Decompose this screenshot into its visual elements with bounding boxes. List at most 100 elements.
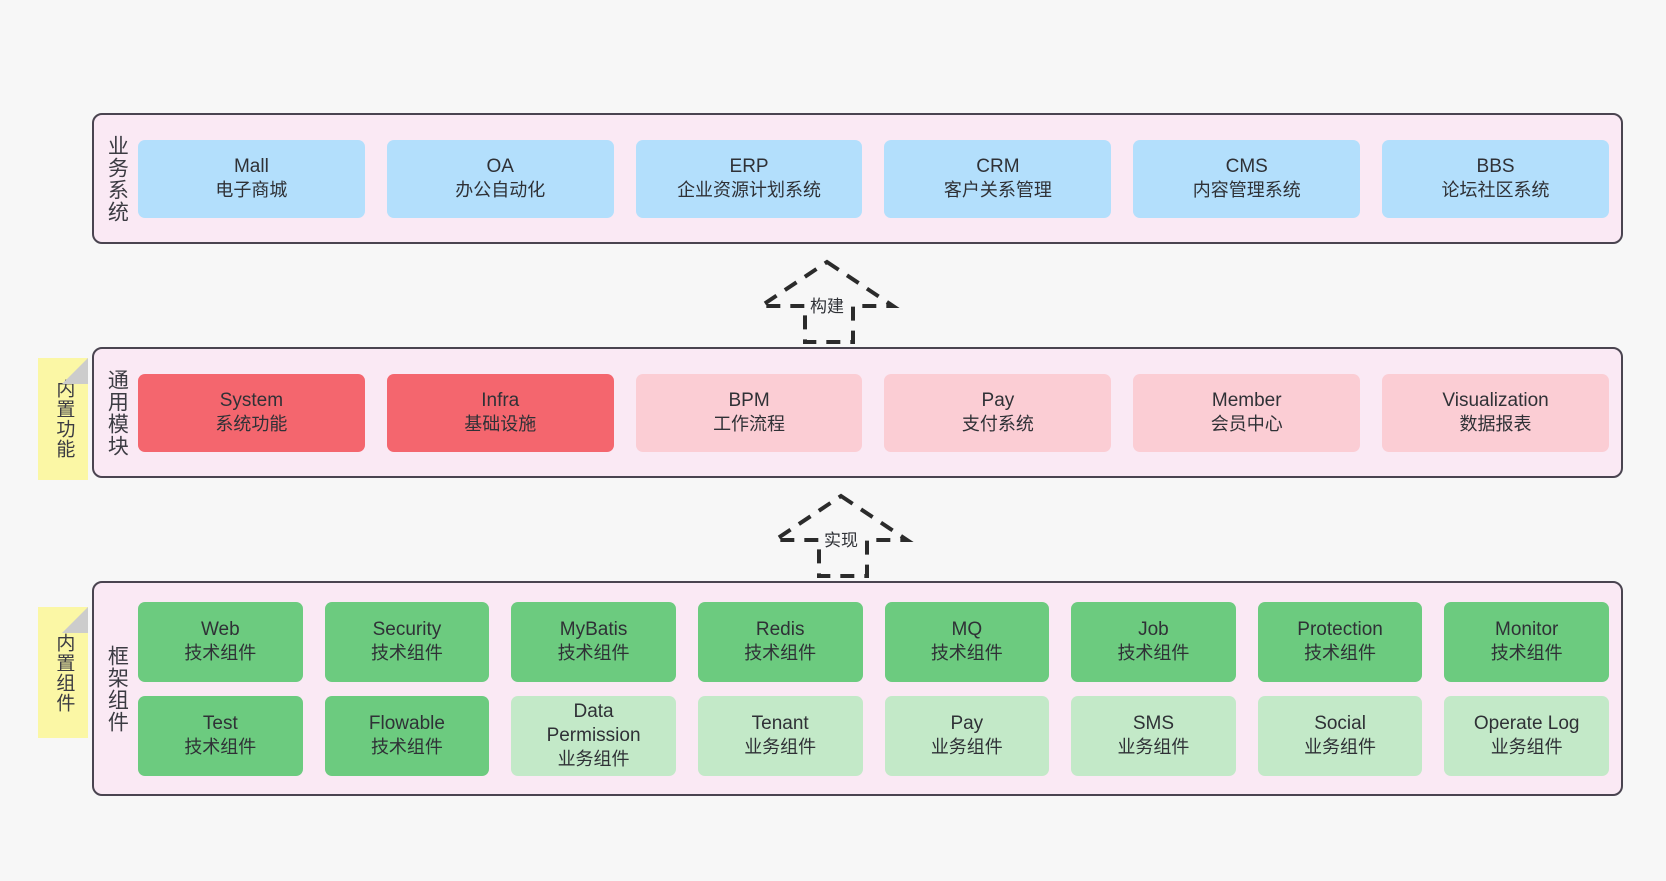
card-title: BPM xyxy=(728,390,770,412)
card-subtitle: 工作流程 xyxy=(713,414,786,435)
card-infra[interactable]: Infra 基础设施 xyxy=(386,373,614,452)
card-tenant[interactable]: Tenant 业务组件 xyxy=(697,695,863,776)
connector-label: 构建 xyxy=(808,292,846,317)
card-title: Member xyxy=(1211,390,1282,412)
layer-body-common-modules: System 系统功能 Infra 基础设施 BPM 工作流程 Pay 支付系统… xyxy=(138,349,1621,476)
card-title: SMS xyxy=(1132,713,1175,735)
card-title: Job xyxy=(1138,619,1169,641)
card-subtitle: 技术组件 xyxy=(370,737,443,758)
card-row: Test 技术组件 Flowable 技术组件 Data Permission … xyxy=(138,695,1609,776)
card-protection[interactable]: Protection 技术组件 xyxy=(1257,601,1423,682)
card-subtitle: 技术组件 xyxy=(184,737,257,758)
card-flowable[interactable]: Flowable 技术组件 xyxy=(324,695,490,776)
card-title: Visualization xyxy=(1442,390,1549,412)
card-bbs[interactable]: BBS 论坛社区系统 xyxy=(1382,139,1609,218)
card-job[interactable]: Job 技术组件 xyxy=(1071,601,1236,682)
card-subtitle: 业务组件 xyxy=(1304,737,1377,758)
card-social[interactable]: Social 业务组件 xyxy=(1257,695,1423,776)
card-title: Redis xyxy=(755,619,805,641)
layer-common-modules: 通用模块 System 系统功能 Infra 基础设施 BPM 工作流程 Pay… xyxy=(92,347,1623,478)
card-pay-module[interactable]: Pay 支付系统 xyxy=(884,373,1112,452)
layer-title-framework-components: 框架组件 xyxy=(105,644,129,733)
card-title: MQ xyxy=(951,619,983,641)
connector-label: 实现 xyxy=(822,526,860,551)
card-title: Flowable xyxy=(368,713,445,735)
card-subtitle: 支付系统 xyxy=(961,414,1034,435)
card-subtitle: 内容管理系统 xyxy=(1192,180,1301,201)
card-bpm[interactable]: BPM 工作流程 xyxy=(635,373,863,452)
layer-body-framework-components: Web 技术组件 Security 技术组件 MyBatis 技术组件 Redi… xyxy=(138,583,1621,794)
card-subtitle: 技术组件 xyxy=(557,643,630,664)
card-crm[interactable]: CRM 客户关系管理 xyxy=(884,139,1112,218)
card-title: Operate Log xyxy=(1473,713,1580,735)
card-subtitle: 技术组件 xyxy=(930,643,1003,664)
layer-title-common-modules: 通用模块 xyxy=(105,368,129,457)
card-subtitle: 业务组件 xyxy=(744,737,817,758)
card-subtitle: 办公自动化 xyxy=(455,180,546,201)
layer-title-business-systems: 业务系统 xyxy=(105,134,129,223)
card-cms[interactable]: CMS 内容管理系统 xyxy=(1133,139,1361,218)
card-web[interactable]: Web 技术组件 xyxy=(138,601,303,682)
layer-framework-components: 框架组件 Web 技术组件 Security 技术组件 MyBatis 技术组件… xyxy=(92,581,1623,796)
card-member[interactable]: Member 会员中心 xyxy=(1133,373,1361,452)
card-pay-component[interactable]: Pay 业务组件 xyxy=(884,695,1050,776)
card-title: CRM xyxy=(976,156,1020,178)
card-subtitle: 技术组件 xyxy=(184,643,257,664)
connector-build: 构建 xyxy=(754,258,900,344)
card-title: Monitor xyxy=(1495,619,1559,641)
card-title: Pay xyxy=(981,390,1015,412)
card-visualization[interactable]: Visualization 数据报表 xyxy=(1382,373,1609,452)
card-monitor[interactable]: Monitor 技术组件 xyxy=(1444,601,1609,682)
generalization-arrow-icon xyxy=(754,259,900,344)
sticky-note-builtin-components: 内置组件 xyxy=(38,607,88,738)
card-oa[interactable]: OA 办公自动化 xyxy=(386,139,614,218)
card-mall[interactable]: Mall 电子商城 xyxy=(138,139,365,218)
card-title: Mall xyxy=(233,156,269,178)
card-operate-log[interactable]: Operate Log 业务组件 xyxy=(1444,695,1609,776)
card-mybatis[interactable]: MyBatis 技术组件 xyxy=(511,601,676,682)
card-title: BBS xyxy=(1476,156,1515,178)
card-title: Data Permission xyxy=(546,701,641,747)
card-title: Infra xyxy=(481,390,520,412)
card-row: Web 技术组件 Security 技术组件 MyBatis 技术组件 Redi… xyxy=(138,601,1609,682)
card-title: OA xyxy=(486,156,514,178)
card-data-permission[interactable]: Data Permission 业务组件 xyxy=(511,695,676,776)
card-subtitle: 业务组件 xyxy=(930,737,1003,758)
card-subtitle: 业务组件 xyxy=(1117,737,1190,758)
card-title: Tenant xyxy=(751,713,809,735)
card-title: Security xyxy=(372,619,442,641)
card-subtitle: 业务组件 xyxy=(1490,737,1563,758)
card-test[interactable]: Test 技术组件 xyxy=(138,695,303,776)
card-subtitle: 基础设施 xyxy=(464,414,537,435)
card-sms[interactable]: SMS 业务组件 xyxy=(1071,695,1236,776)
card-title: Test xyxy=(202,713,238,735)
card-subtitle: 技术组件 xyxy=(370,643,443,664)
card-title: Protection xyxy=(1297,619,1383,641)
card-title: System xyxy=(219,390,284,412)
card-title: Pay xyxy=(950,713,984,735)
card-system[interactable]: System 系统功能 xyxy=(138,373,365,452)
card-subtitle: 会员中心 xyxy=(1210,414,1283,435)
sticky-note-builtin-features: 内置功能 xyxy=(38,358,88,480)
card-subtitle: 技术组件 xyxy=(1304,643,1377,664)
card-subtitle: 企业资源计划系统 xyxy=(677,180,822,201)
card-erp[interactable]: ERP 企业资源计划系统 xyxy=(635,139,863,218)
card-subtitle: 系统功能 xyxy=(215,414,288,435)
card-title: ERP xyxy=(729,156,769,178)
card-subtitle: 业务组件 xyxy=(557,749,630,770)
card-subtitle: 电子商城 xyxy=(215,180,288,201)
card-subtitle: 技术组件 xyxy=(744,643,817,664)
card-subtitle: 技术组件 xyxy=(1490,643,1563,664)
card-title: Web xyxy=(200,619,240,641)
layer-body-business-systems: Mall 电子商城 OA 办公自动化 ERP 企业资源计划系统 CRM 客户关系… xyxy=(138,115,1621,242)
card-subtitle: 数据报表 xyxy=(1459,414,1532,435)
card-redis[interactable]: Redis 技术组件 xyxy=(697,601,863,682)
card-subtitle: 技术组件 xyxy=(1117,643,1190,664)
generalization-arrow-icon xyxy=(768,493,914,578)
card-subtitle: 客户关系管理 xyxy=(943,180,1052,201)
card-security[interactable]: Security 技术组件 xyxy=(324,601,490,682)
card-subtitle: 论坛社区系统 xyxy=(1441,180,1550,201)
card-mq[interactable]: MQ 技术组件 xyxy=(884,601,1050,682)
card-row: System 系统功能 Infra 基础设施 BPM 工作流程 Pay 支付系统… xyxy=(138,373,1609,452)
card-title: Social xyxy=(1314,713,1366,735)
